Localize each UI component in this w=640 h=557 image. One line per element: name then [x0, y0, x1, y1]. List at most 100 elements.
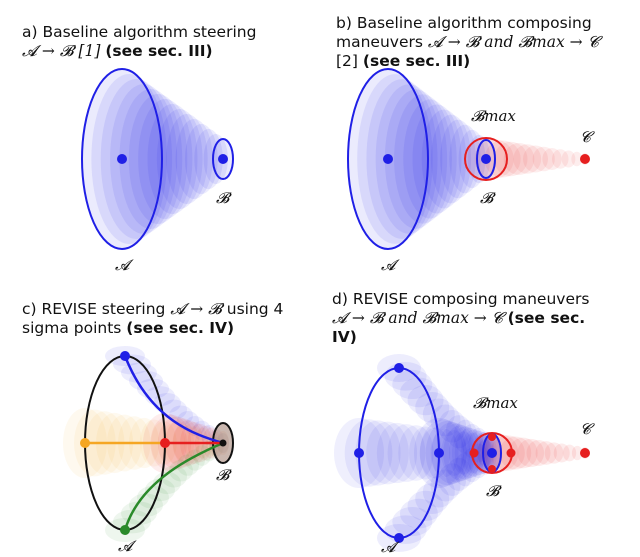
funnel-slice — [376, 422, 418, 484]
panel-d-sigma-B-top — [488, 433, 496, 441]
funnel-slice — [384, 89, 448, 229]
panel-b-center-C — [580, 154, 590, 164]
panel-d-sigma-left — [354, 448, 364, 458]
funnel-slice — [542, 148, 562, 170]
funnel-slice — [526, 440, 551, 466]
caption-c-line1: c) REVISE steering 𝓐 → 𝓑 using 4 — [22, 300, 283, 319]
funnel-slice — [138, 99, 193, 219]
funnel-slice — [571, 151, 583, 167]
funnel-slice — [445, 415, 472, 449]
caption-d: d) REVISE composing maneuvers 𝓐 → 𝓑 and … — [332, 290, 589, 347]
funnel-slice — [161, 465, 187, 488]
funnel-slice — [441, 430, 467, 476]
funnel-slice — [438, 463, 467, 496]
funnel-slice — [532, 146, 555, 172]
funnel-slice — [392, 369, 433, 400]
panel-a-center-B — [218, 154, 228, 164]
funnel-slice — [355, 420, 401, 486]
caption-b-line3: [2] (see sec. III) — [336, 52, 599, 71]
panel-d-sigma-B-right — [506, 448, 516, 458]
funnel-slice — [461, 447, 484, 483]
funnel-slice — [398, 425, 434, 481]
caption-c-ref: (see sec. IV) — [126, 319, 235, 337]
funnel-slice — [375, 84, 443, 234]
funnel-slice — [407, 490, 444, 522]
funnel-slice — [357, 74, 433, 244]
funnel-slice — [451, 431, 476, 475]
panel-a-ellipse-B — [212, 138, 234, 180]
panel-d-sigma-B-bottom — [488, 465, 496, 473]
panel-c-sigma-right — [160, 438, 170, 448]
panel-c-label-B: 𝓑 — [216, 466, 232, 484]
panel-c-path-top — [123, 355, 224, 445]
funnel-slice — [128, 94, 188, 224]
caption-d-math: 𝓐 → 𝓑 and 𝓑max → 𝓒 — [332, 309, 503, 327]
funnel-slice — [458, 129, 486, 189]
funnel-slice — [523, 145, 548, 173]
funnel-slice — [137, 485, 169, 509]
panel-d-label-B: 𝓑 — [486, 482, 502, 500]
funnel-slice — [366, 421, 409, 485]
funnel-slice — [119, 89, 183, 229]
funnel-slice — [110, 84, 178, 234]
funnel-slice — [430, 428, 459, 478]
panel-b-center-B — [481, 154, 491, 164]
panel-b-label-A: 𝓐 — [381, 256, 400, 274]
funnel-slice — [453, 419, 478, 454]
funnel-slice — [409, 426, 442, 480]
panel-a-ellipse-A — [81, 68, 163, 250]
funnel-slice — [443, 425, 480, 481]
panel-b-center-A — [383, 154, 393, 164]
funnel-slice — [399, 498, 438, 529]
funnel-slice — [461, 423, 484, 459]
funnel-slice — [552, 149, 569, 169]
funnel-slice — [503, 143, 535, 175]
funnel-slice — [453, 452, 478, 487]
funnel-slice — [91, 74, 168, 244]
panel-d-label-Bmax: 𝓑max — [473, 394, 518, 412]
panel-d-label-A: 𝓐 — [381, 538, 400, 556]
funnel-slice — [422, 476, 455, 508]
caption-a-math: 𝓐 → 𝓑 [1] — [22, 42, 101, 60]
panel-d-sigma-right — [434, 448, 444, 458]
panel-b-label-B: 𝓑 — [480, 189, 496, 207]
funnel-slice — [177, 454, 199, 476]
panel-c-diagram: 𝓑 𝓐 — [63, 346, 234, 555]
panel-d-sigma-top — [394, 363, 404, 373]
funnel-slice — [399, 377, 438, 408]
panel-c-center-B — [219, 439, 227, 447]
panel-a-funnel — [82, 69, 233, 249]
panel-b-diagram: 𝓑max 𝓒 𝓑 𝓐 — [347, 68, 595, 274]
panel-d-sigma-bottom — [394, 533, 404, 543]
panel-b-ellipse-Bmax — [464, 137, 508, 181]
caption-a-line2: 𝓐 → 𝓑 [1] (see sec. III) — [22, 42, 256, 61]
funnel-slice — [175, 119, 213, 199]
caption-c-sigma: sigma points — [22, 319, 122, 337]
funnel-slice — [508, 437, 538, 469]
caption-a-ref: (see sec. III) — [105, 42, 213, 60]
funnel-slice — [449, 426, 482, 480]
panel-c-sigma-left — [80, 438, 90, 448]
caption-a-line1: a) Baseline algorithm steering — [22, 23, 257, 41]
funnel-slice — [494, 141, 528, 177]
caption-b: b) Baseline algorithm composing maneuver… — [336, 14, 599, 71]
caption-c-math: 𝓐 → 𝓑 — [170, 300, 222, 318]
panel-c-sigma-top — [120, 351, 130, 361]
panel-d-diagram: 𝓑max 𝓒 𝓑 𝓐 — [334, 354, 595, 556]
panel-b-ellipse-A — [347, 68, 429, 250]
caption-d-line1: d) REVISE composing maneuvers — [332, 290, 590, 308]
caption-d-ref-end: IV) — [332, 328, 357, 346]
panel-c-path-bottom — [123, 441, 224, 531]
panel-d-center-C — [580, 448, 590, 458]
funnel-slice — [561, 150, 576, 168]
panel-a-label-A: 𝓐 — [115, 256, 134, 274]
funnel-slice — [145, 478, 175, 502]
funnel-slice — [571, 445, 583, 461]
funnel-slice — [394, 94, 452, 224]
caption-b-cite: [2] — [336, 52, 358, 70]
funnel-slice — [344, 419, 393, 487]
panel-d-center-B — [487, 448, 497, 458]
funnel-slice — [421, 109, 467, 209]
funnel-slice — [431, 422, 473, 484]
